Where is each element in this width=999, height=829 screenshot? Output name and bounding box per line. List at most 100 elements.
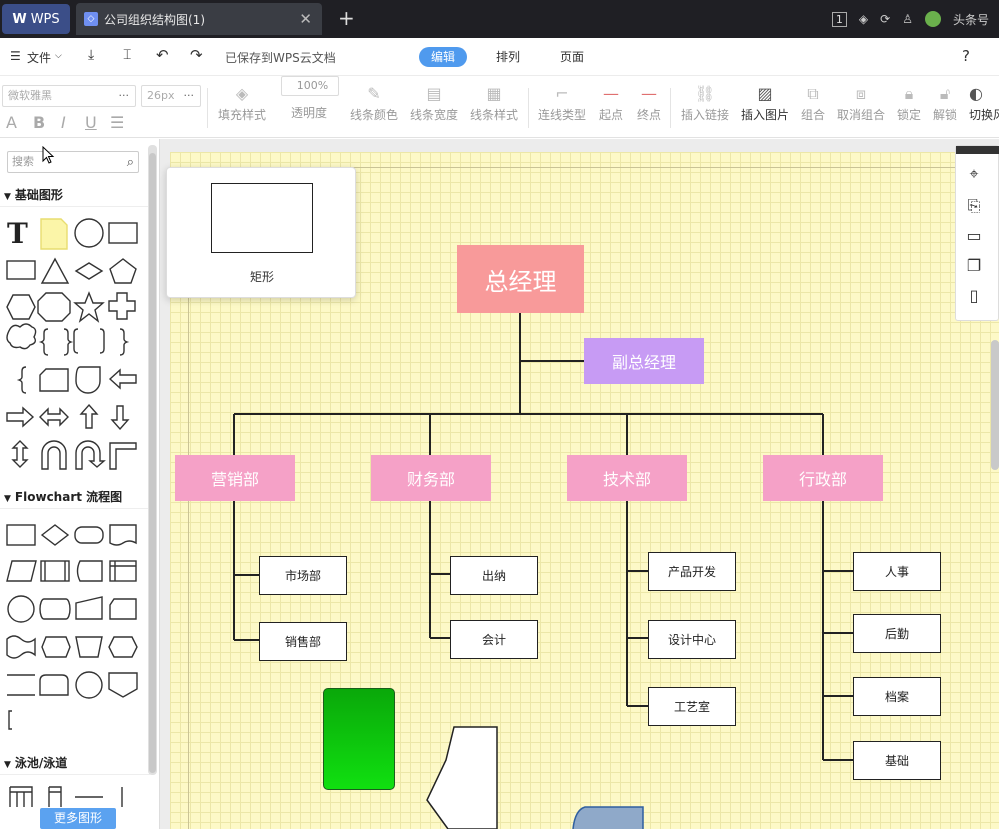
tab-arrange[interactable]: 排列 xyxy=(496,50,521,64)
ceo-node[interactable]: 总经理 xyxy=(457,245,584,313)
underline-icon[interactable]: U xyxy=(85,113,97,132)
tab-page[interactable]: 页面 xyxy=(560,50,585,64)
end-point-tool[interactable]: — 终点 xyxy=(621,82,677,123)
unit-node[interactable]: 档案 xyxy=(853,677,941,716)
lock-tool[interactable]: 🔒︎ 锁定 xyxy=(881,82,937,123)
line-style-tool[interactable]: ▦ 线条样式 xyxy=(466,82,522,123)
unit-node[interactable]: 产品开发 xyxy=(648,552,736,591)
snip-rect-shape xyxy=(39,368,69,392)
sidebar-scroll-thumb[interactable] xyxy=(149,153,156,773)
annotation-shape xyxy=(8,710,12,730)
section-flowchart[interactable]: ▼Flowchart 流程图 xyxy=(0,485,150,509)
pentagon-shape xyxy=(109,258,137,284)
font-family-value: 微软雅黑 xyxy=(8,89,52,102)
formula-icon[interactable]: ⎘ xyxy=(967,196,981,215)
align-icon[interactable]: ☰ xyxy=(110,113,125,132)
copy-pages-icon[interactable]: ❐ xyxy=(966,256,982,275)
canvas-scrollbar[interactable] xyxy=(991,340,999,470)
swimlane-shapes-grid[interactable] xyxy=(0,783,148,807)
unit-node[interactable]: 设计中心 xyxy=(648,620,736,659)
sidebar-scrollbar[interactable] xyxy=(148,145,157,775)
unit-node[interactable]: 人事 xyxy=(853,552,941,591)
document-shape xyxy=(109,524,137,546)
switch-theme-tool[interactable]: ◐ 切换风 xyxy=(963,82,999,123)
dept-tech-node[interactable]: 技术部 xyxy=(567,455,687,501)
page-icon[interactable]: ▯ xyxy=(969,286,979,305)
redo-icon[interactable]: ↷ xyxy=(190,46,203,64)
shape-search-input[interactable]: 搜索 ⌕ xyxy=(7,151,139,173)
fill-style-tool[interactable]: ◈ 填充样式 xyxy=(214,82,270,123)
connector-type-tool[interactable]: ⌐ 连线类型 xyxy=(534,82,590,123)
bold-icon[interactable]: B xyxy=(33,113,46,132)
tool-label: 取消组合 xyxy=(836,108,885,122)
unit-node[interactable]: 工艺室 xyxy=(648,687,736,726)
unit-node[interactable]: 销售部 xyxy=(259,622,347,661)
hamburger-icon[interactable]: ☰ xyxy=(10,49,21,63)
opacity-tool[interactable]: 100% 透明度 xyxy=(281,76,339,120)
document-tab[interactable]: ◇ 公司组织结构图(1) ✕ xyxy=(76,3,322,35)
page-count-badge[interactable]: 1 xyxy=(831,11,847,27)
start-point-tool[interactable]: — 起点 xyxy=(583,82,639,123)
italic-icon[interactable]: I xyxy=(61,113,66,132)
wps-home-tab[interactable]: W WPS xyxy=(2,4,70,34)
unit-node[interactable]: 会计 xyxy=(450,620,538,659)
unlock-tool[interactable]: 🔓︎ 解锁 xyxy=(917,82,973,123)
download-icon[interactable]: ⤓ xyxy=(88,47,95,63)
chevron-down-icon[interactable]: ⌵ xyxy=(55,51,62,61)
unit-node[interactable]: 后勤 xyxy=(853,614,941,653)
sync-icon[interactable]: ⟳ xyxy=(880,12,891,26)
group-tool[interactable]: ⧉ 组合 xyxy=(785,82,841,123)
shirt-icon[interactable]: ♙ xyxy=(902,12,913,26)
tool-label: 线条样式 xyxy=(469,108,518,122)
skin-icon[interactable]: ◈ xyxy=(858,12,869,26)
unit-node[interactable]: 基础 xyxy=(853,741,941,780)
navigator-icon[interactable]: ⌖ xyxy=(969,164,979,183)
line-color-tool[interactable]: ✎ 线条颜色 xyxy=(346,82,402,123)
unit-node[interactable]: 市场部 xyxy=(259,556,347,595)
blue-shape[interactable] xyxy=(565,800,650,829)
pool-shape xyxy=(9,786,33,807)
insert-link-tool[interactable]: ⛓ 插入链接 xyxy=(677,82,733,123)
document-tab-title: 公司组织结构图(1) xyxy=(104,12,205,27)
search-placeholder: 搜索 xyxy=(12,155,34,168)
parallel-lines-shape xyxy=(7,674,35,696)
help-icon[interactable]: ? xyxy=(962,47,970,65)
new-tab-button[interactable]: + xyxy=(338,6,355,30)
decision-shape xyxy=(40,524,70,546)
ungroup-tool[interactable]: ⧈ 取消组合 xyxy=(833,82,889,123)
right-arrow-shape xyxy=(6,406,35,428)
section-label: 泳池/泳道 xyxy=(14,756,68,770)
unit-node[interactable]: 出纳 xyxy=(450,556,538,595)
white-pentagon-shape[interactable] xyxy=(420,720,510,829)
tab-edit[interactable]: 编辑 xyxy=(419,47,468,67)
end-arrow-icon: — xyxy=(641,84,657,103)
slideshow-icon[interactable]: ▭ xyxy=(966,226,982,245)
opacity-input[interactable]: 100% xyxy=(281,76,339,96)
insert-image-tool[interactable]: ▨ 插入图片 xyxy=(737,82,793,123)
more-shapes-button[interactable]: 更多图形 xyxy=(40,808,116,829)
terminator-shape xyxy=(74,526,104,544)
basic-shapes-grid[interactable]: T xyxy=(0,211,148,471)
green-rect-shape[interactable] xyxy=(323,688,395,790)
font-color-icon[interactable]: A xyxy=(6,113,17,132)
avatar[interactable] xyxy=(924,11,941,27)
dept-finance-node[interactable]: 财务部 xyxy=(371,455,491,501)
section-swimlane[interactable]: ▼泳池/泳道 xyxy=(0,751,150,775)
font-family-select[interactable]: 微软雅黑 ··· xyxy=(2,85,136,107)
line-width-tool[interactable]: ▤ 线条宽度 xyxy=(406,82,462,123)
internal-storage-shape xyxy=(109,560,137,582)
dept-marketing-node[interactable]: 营销部 xyxy=(175,455,295,501)
section-label: 基础图形 xyxy=(14,188,63,202)
user-label[interactable]: 头条号 xyxy=(952,12,989,27)
predefined-lines xyxy=(44,561,66,581)
section-basic-shapes[interactable]: ▼基础图形 xyxy=(0,183,150,207)
file-menu[interactable]: 文件 xyxy=(27,51,52,65)
dept-admin-node[interactable]: 行政部 xyxy=(763,455,883,501)
close-tab-icon[interactable]: ✕ xyxy=(299,10,312,28)
format-painter-icon[interactable]: ⌶ xyxy=(123,47,132,63)
search-icon[interactable]: ⌕ xyxy=(126,155,134,170)
flowchart-shapes-grid[interactable] xyxy=(0,515,148,735)
undo-icon[interactable]: ↶ xyxy=(156,46,169,64)
font-size-select[interactable]: 26px ··· xyxy=(141,85,201,107)
vp-node[interactable]: 副总经理 xyxy=(584,338,704,384)
